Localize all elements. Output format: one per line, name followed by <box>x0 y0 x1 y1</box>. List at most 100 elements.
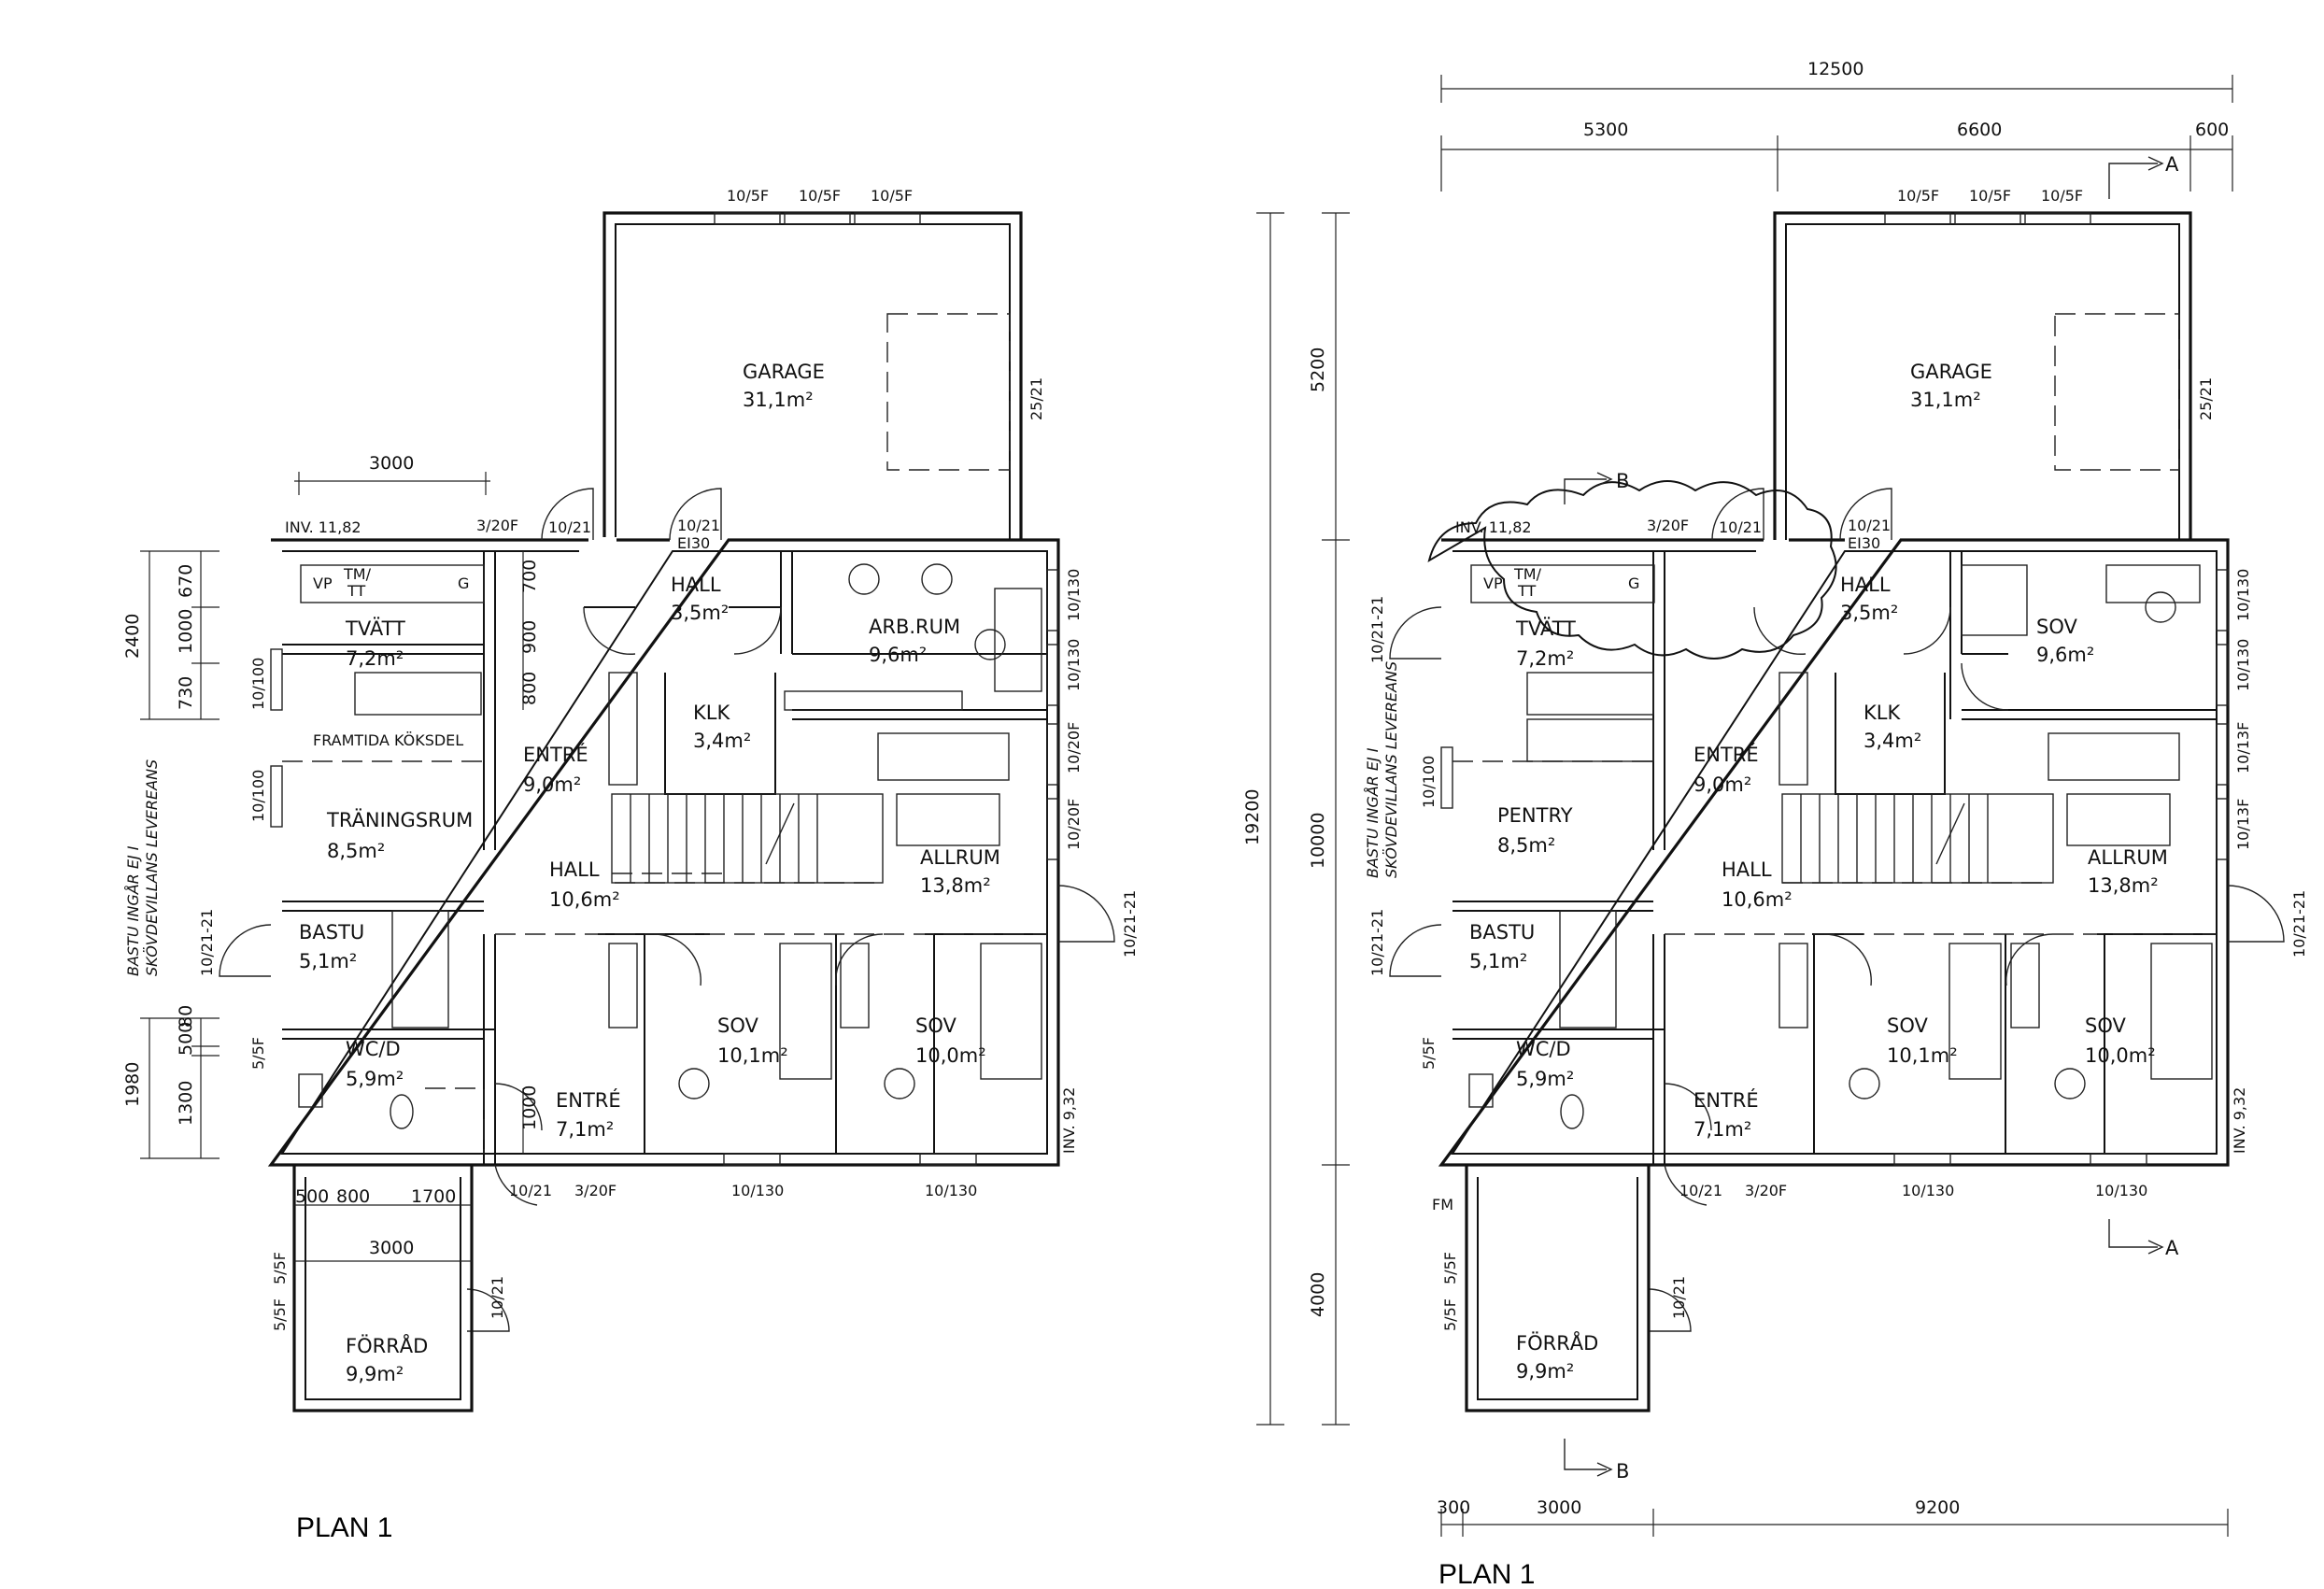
label-window-garage-2-r: 10/5F <box>1969 187 2011 205</box>
label-window-10100-r: 10/100 <box>1420 756 1438 808</box>
label-door-10-21-21-l: 10/21-21 <box>198 909 216 976</box>
label-door-1021-bottom: 10/21 <box>509 1182 552 1199</box>
label-window-1013f-a-r: 10/13F <box>2234 722 2252 773</box>
sauna-note-line-1-r: BASTU INGÅR EJ I <box>1364 747 1382 878</box>
dimension-values-left: 3000 2400 670 1000 730 1980 500 80 1300 … <box>122 453 540 1258</box>
label-door-1021b-r: 10/21 <box>1848 517 1891 534</box>
label-tm-r: TM/ <box>1513 565 1542 583</box>
room-forrad-area-r: 9,9m² <box>1516 1360 1574 1383</box>
label-door-320f-top: 3/20F <box>476 517 518 534</box>
room-sov-1-r: SOV <box>1887 1014 1928 1037</box>
label-window-55f-r: 5/5F <box>1420 1037 1438 1070</box>
forrad-walls-right <box>1465 1165 1651 1412</box>
room-arbrum-area: 9,6m² <box>869 644 927 666</box>
label-window-55f-a: 5/5F <box>271 1252 289 1284</box>
room-sov-1-area: 10,1m² <box>717 1044 788 1067</box>
label-tt: TT <box>347 582 365 600</box>
label-garage-door-r: 25/21 <box>2197 377 2215 420</box>
dim-730: 730 <box>176 676 196 710</box>
room-hall-large-area-r: 10,6m² <box>1722 888 1793 911</box>
room-sov-1: SOV <box>717 1014 758 1037</box>
label-window-10130a: 10/130 <box>1065 569 1083 621</box>
label-door-320f-bottom-r: 3/20F <box>1745 1182 1787 1199</box>
windows-right <box>1440 212 2229 1166</box>
door-swings-right <box>1389 488 2285 1332</box>
sauna-note-line-1: BASTU INGÅR EJ I <box>124 845 142 976</box>
plan-left: GARAGE 31,1m² HALL 3,5m² ARB.RUM 9,6m² T… <box>122 187 1139 1543</box>
room-entre-area-r: 9,0m² <box>1693 773 1751 796</box>
label-fm-r: FM <box>1432 1196 1453 1213</box>
room-bastu-r: BASTU <box>1469 921 1535 943</box>
dim-10000: 10000 <box>1308 813 1328 869</box>
dim-r700: 700 <box>519 560 540 593</box>
label-window-10130b-r: 10/130 <box>2234 639 2252 691</box>
sauna-note-line-2: SKÖVDEVILLANS LEVEREANS <box>143 759 161 976</box>
label-window-garage-3: 10/5F <box>871 187 913 205</box>
dim-600: 600 <box>2195 120 2229 140</box>
room-tvatt-r: TVÄTT <box>1515 617 1576 640</box>
label-door-10-21-21-l1-r: 10/21-21 <box>1368 596 1386 663</box>
fixtures <box>298 563 1042 1154</box>
dim-top-3000: 3000 <box>369 453 414 474</box>
label-window-garage-1: 10/5F <box>727 187 769 205</box>
door-swings <box>219 488 1115 1332</box>
label-door-1021a-r: 10/21 <box>1719 518 1762 536</box>
dim-12500: 12500 <box>1807 59 1863 79</box>
label-window-55f: 5/5F <box>249 1037 267 1070</box>
room-allrum-area-r: 13,8m² <box>2088 874 2159 897</box>
dim-4000: 4000 <box>1308 1272 1328 1317</box>
room-garage-r: GARAGE <box>1910 361 1992 383</box>
room-garage-area: 31,1m² <box>743 389 814 411</box>
room-wcd: WC/D <box>346 1038 401 1060</box>
windows <box>270 212 1059 1166</box>
label-vp-r: VP <box>1483 575 1503 592</box>
room-traningsrum: TRÄNINGSRUM <box>326 808 473 831</box>
forrad-walls <box>292 1165 474 1412</box>
room-sov-top-r: SOV <box>2036 616 2077 638</box>
room-forrad: FÖRRÅD <box>346 1333 428 1357</box>
room-sov-2-area: 10,0m² <box>915 1044 986 1067</box>
label-window-garage-1-r: 10/5F <box>1897 187 1939 205</box>
room-tvatt-area: 7,2m² <box>346 647 404 670</box>
room-tvatt: TVÄTT <box>345 617 405 640</box>
sauna-note-left: BASTU INGÅR EJ I SKÖVDEVILLANS LEVEREANS <box>124 759 161 976</box>
stair <box>611 793 884 884</box>
room-entre-bottom-area-r: 7,1m² <box>1693 1118 1751 1141</box>
room-klk-r: KLK <box>1863 702 1901 724</box>
dim-5200: 5200 <box>1308 348 1328 392</box>
label-door-10-21-21-r-r: 10/21-21 <box>2290 890 2308 958</box>
label-door-forrad: 10/21 <box>489 1276 506 1319</box>
room-garage-area-r: 31,1m² <box>1910 389 1981 411</box>
label-inv-bottom: INV. 9,32 <box>1060 1087 1078 1154</box>
label-g: G <box>458 575 469 592</box>
dim-b800: 800 <box>336 1186 370 1207</box>
room-sov-2-r: SOV <box>2085 1014 2126 1037</box>
dimensions-right <box>1256 75 2233 1537</box>
room-bastu: BASTU <box>299 921 364 943</box>
section-label-a-top: A <box>2165 153 2179 176</box>
room-entre-bottom-area: 7,1m² <box>556 1118 614 1141</box>
sauna-note-line-2-r: SKÖVDEVILLANS LEVEREANS <box>1382 661 1400 878</box>
room-entre: ENTRÉ <box>523 743 588 766</box>
label-window-1013f-b-r: 10/13F <box>2234 799 2252 850</box>
room-hall-small-area: 3,5m² <box>671 602 729 624</box>
dim-b1700: 1700 <box>411 1186 456 1207</box>
room-bastu-area-r: 5,1m² <box>1469 950 1527 972</box>
dim-80: 80 <box>176 1005 196 1028</box>
room-garage: GARAGE <box>743 361 825 383</box>
room-hall-small-r: HALL <box>1840 574 1891 596</box>
room-entre-r: ENTRÉ <box>1693 743 1759 766</box>
dim-b500: 500 <box>295 1186 329 1207</box>
label-window-10130-bottom-a-r: 10/130 <box>1902 1182 1954 1199</box>
room-sov-2-area-r: 10,0m² <box>2085 1044 2156 1067</box>
label-window-1020f-a: 10/20F <box>1065 722 1083 773</box>
plan-title-right: PLAN 1 <box>1438 1559 1535 1589</box>
dim-3000-bottom: 3000 <box>1537 1497 1581 1518</box>
label-door-1021a: 10/21 <box>548 518 591 536</box>
revision-cloud <box>1427 480 1837 660</box>
label-door-320f-top-r: 3/20F <box>1647 517 1689 534</box>
dim-19200: 19200 <box>1242 789 1263 845</box>
plan-title-left: PLAN 1 <box>296 1512 392 1543</box>
room-pentry-r: PENTRY <box>1497 804 1573 827</box>
